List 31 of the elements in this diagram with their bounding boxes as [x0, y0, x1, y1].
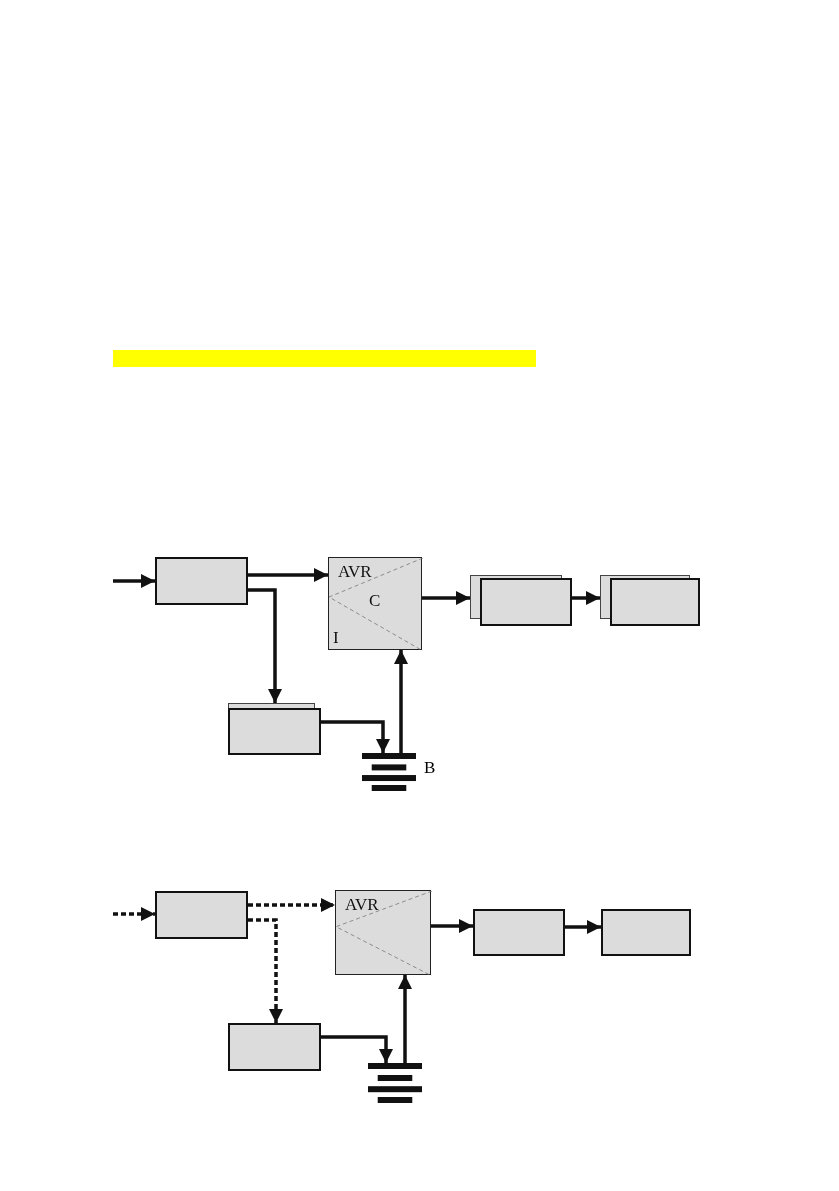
box-label: C: [369, 592, 381, 609]
arrow: [398, 975, 412, 1063]
arrow: [321, 1035, 393, 1063]
battery-symbol: [362, 753, 416, 791]
arrow: [565, 920, 601, 934]
arrow: [248, 918, 283, 1023]
process-box: [473, 909, 565, 956]
arrow: [321, 720, 390, 753]
battery-symbol: [368, 1063, 422, 1103]
battery-label: B: [424, 759, 436, 776]
arrow: [248, 898, 335, 912]
process-box: [601, 909, 691, 956]
box-label: AVR: [338, 563, 372, 580]
arrow: [394, 650, 408, 753]
box-label: I: [333, 629, 339, 646]
avr-box: [328, 557, 422, 650]
avr-box: [335, 890, 431, 975]
process-box: [228, 708, 321, 755]
process-box: [155, 557, 248, 605]
process-box: [610, 578, 700, 626]
arrow: [248, 588, 282, 703]
box-label: AVR: [345, 896, 379, 913]
process-box: [228, 1023, 321, 1071]
arrow: [572, 591, 600, 605]
arrow: [422, 591, 470, 605]
arrow: [248, 568, 328, 582]
arrow: [113, 907, 155, 921]
process-box: [480, 578, 572, 626]
arrow: [431, 919, 473, 933]
arrow: [113, 574, 155, 588]
process-box: [155, 891, 248, 939]
